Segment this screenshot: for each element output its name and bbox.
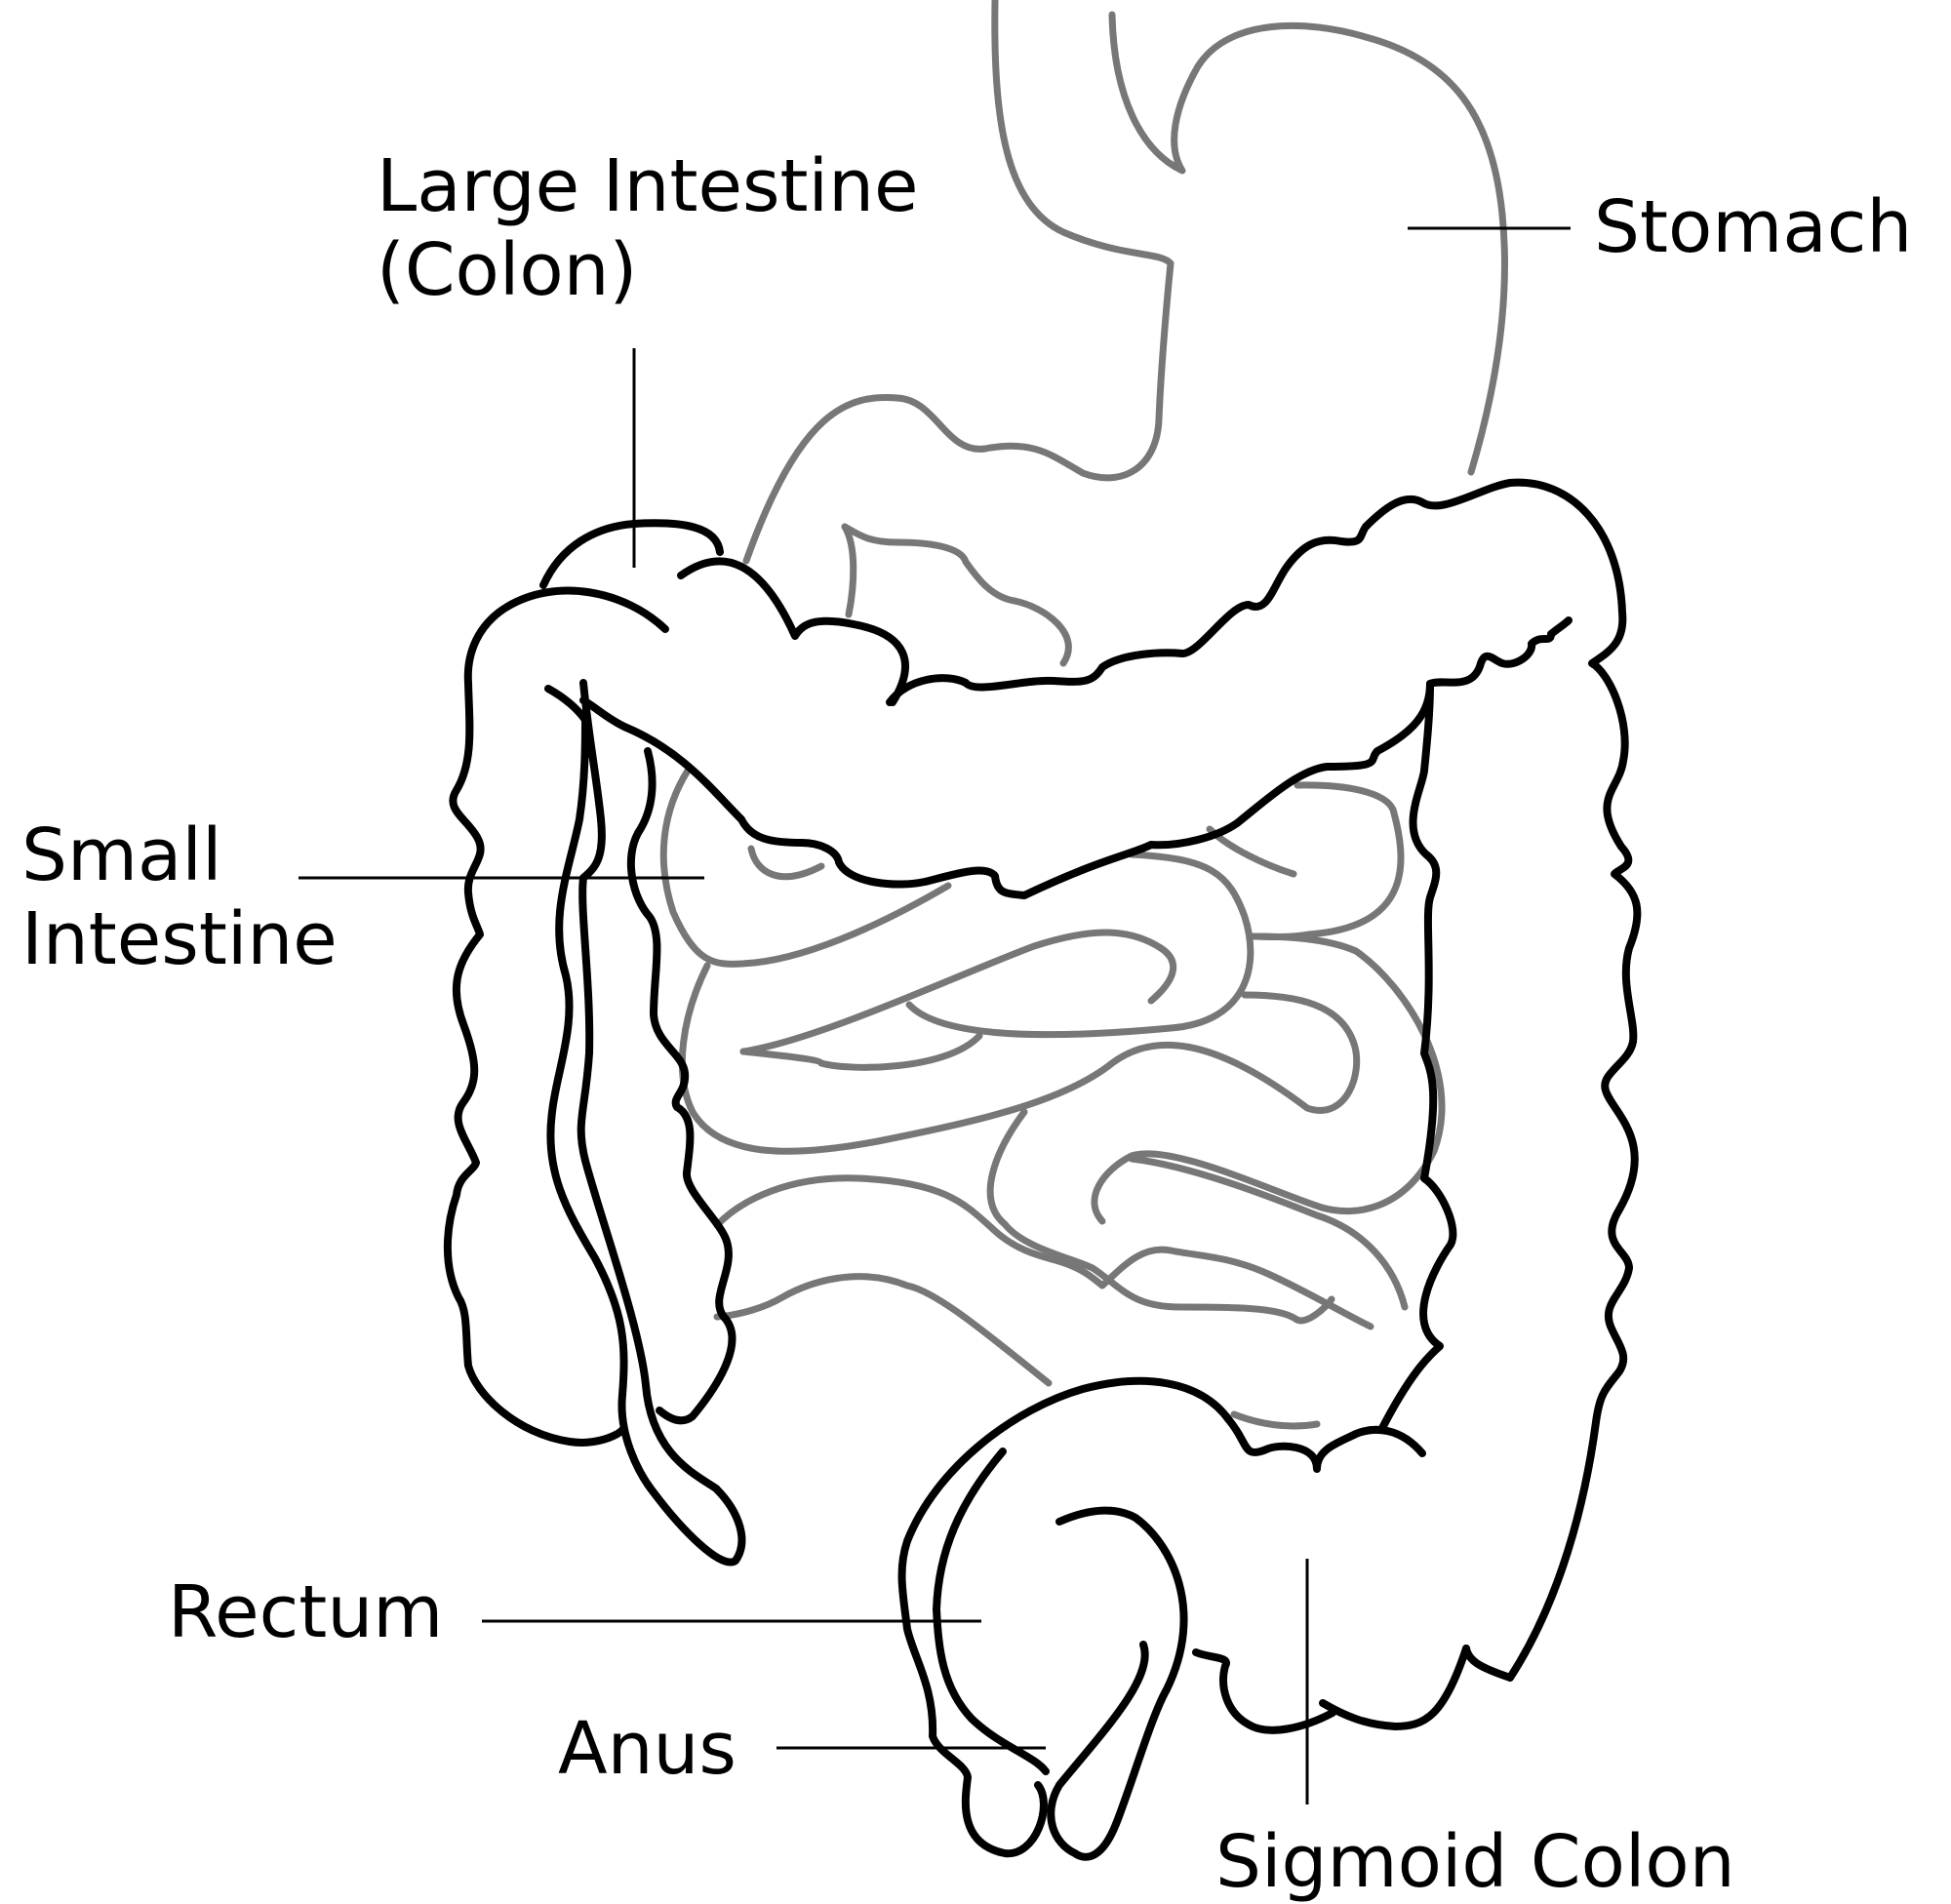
stomach-outline — [742, 0, 1508, 667]
label-sigmoid-colon: Sigmoid Colon — [1215, 1820, 1735, 1904]
label-anus: Anus — [558, 1707, 737, 1791]
label-stomach: Stomach — [1594, 185, 1913, 269]
large-intestine-outline — [443, 478, 1642, 1861]
label-small-intestine-line1: Small — [21, 813, 222, 897]
label-rectum: Rectum — [168, 1570, 444, 1654]
label-small-intestine-line2: Intestine — [21, 897, 338, 981]
leader-lines — [299, 226, 1571, 1805]
cecum-appendix-outline — [544, 679, 746, 1567]
small-intestine-coils — [659, 767, 1446, 1430]
label-large-intestine-line2: (Colon) — [377, 228, 638, 312]
label-large-intestine-line1: Large Intestine — [377, 144, 919, 228]
